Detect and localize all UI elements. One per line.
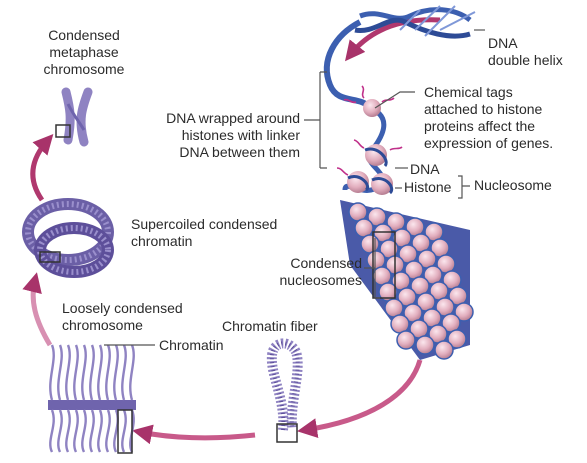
- chromatin-loop: [65, 344, 71, 401]
- label-condensed-nucleosomes: Condensed nucleosomes: [279, 255, 363, 288]
- supercoiled-chromatin: [22, 198, 114, 278]
- chromatin-loop: [105, 409, 111, 453]
- nucleosome-bead: [454, 302, 474, 322]
- chromatin-loop: [113, 344, 119, 401]
- arrow-fiber-to-loose: [132, 424, 256, 445]
- condensed-nucleosomes-column: [340, 200, 474, 360]
- chromatin-loop: [57, 344, 63, 401]
- label-dna-double-helix: DNA double helix: [488, 35, 563, 68]
- label-loosely-condensed-chromosome: Loosely condensed chromosome: [62, 300, 183, 333]
- chromatin-loop: [81, 409, 87, 453]
- nucleosome-bead: [415, 335, 435, 355]
- chromatin-loop: [49, 409, 55, 453]
- loosely-condensed-chromosome: [48, 344, 136, 454]
- label-chemical-tags: Chemical tags attached to histone protei…: [424, 84, 554, 151]
- chromatin-loop: [89, 409, 95, 453]
- chromatin-loop: [57, 409, 63, 453]
- chromatin-fiber: [266, 338, 303, 443]
- label-nucleosome: Nucleosome: [474, 177, 552, 193]
- chromatin-loop: [121, 409, 127, 453]
- label-condensed-metaphase-chromosome: Condensed metaphase chromosome: [43, 27, 125, 77]
- arrow-supercoiled-to-metaphase: [30, 134, 54, 202]
- label-dna-wrapped: DNA wrapped around histones with linker …: [166, 110, 300, 160]
- chromatin-loop: [113, 409, 119, 453]
- chromatin-loop: [129, 344, 135, 401]
- arrow-condensed-to-fiber: [297, 359, 423, 439]
- nucleosome-bead: [396, 330, 416, 350]
- nucleosome-bead: [447, 329, 467, 349]
- leader-lines: [104, 29, 485, 346]
- label-dna: DNA: [410, 161, 440, 177]
- chromatin-loop: [73, 344, 79, 401]
- nucleosome-string: [336, 85, 403, 195]
- label-histone: Histone: [404, 179, 452, 195]
- chromatin-loop: [97, 409, 103, 453]
- chromatin-loop: [49, 344, 55, 401]
- metaphase-chromosome: [55, 87, 93, 147]
- nucleosome-bead: [434, 340, 454, 360]
- chromatin-loop: [97, 344, 103, 401]
- chromatin-loop: [81, 344, 87, 401]
- label-chromatin: Chromatin: [159, 337, 224, 353]
- dna-double-helix: [323, 5, 476, 111]
- cycle-arrows: [22, 17, 441, 445]
- arrow-helix-to-metaphase: [344, 17, 441, 62]
- label-chromatin-fiber: Chromatin fiber: [222, 318, 318, 334]
- chromatin-loop: [89, 344, 95, 401]
- chromatin-loop: [73, 409, 79, 453]
- chromatin-loop: [105, 344, 111, 401]
- chromatin-loop: [65, 409, 71, 453]
- chromatin-loop: [121, 344, 127, 401]
- arrow-loose-to-supercoiled: [22, 272, 53, 347]
- label-supercoiled-chromatin: Supercoiled condensed chromatin: [131, 216, 278, 249]
